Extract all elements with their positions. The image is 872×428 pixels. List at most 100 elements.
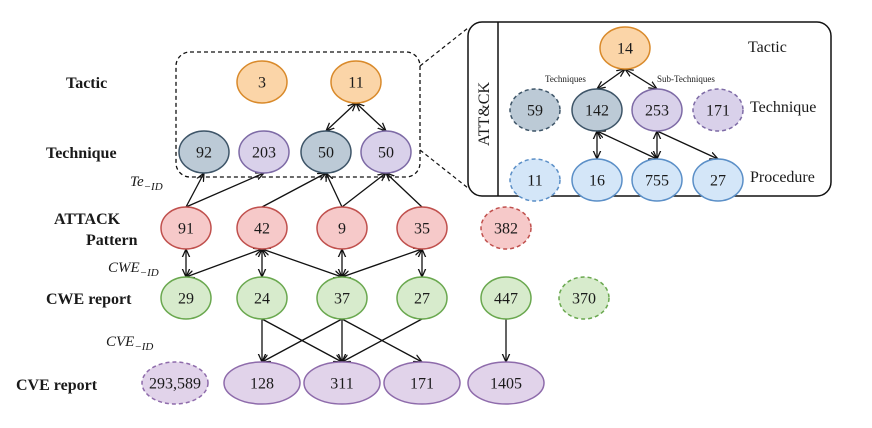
- edge-c2-a1: [262, 249, 342, 277]
- cwe-node-4-label: 27: [414, 291, 430, 308]
- zoom-line-bottom: [419, 149, 469, 189]
- cve-node-1-label: 293,589: [149, 376, 201, 393]
- attck-procedure-node-2: 16: [571, 158, 623, 202]
- cwe-node-3: 37: [316, 276, 368, 320]
- attck-procedure-node-4-label: 27: [710, 173, 726, 190]
- cve-node-5: 1405: [467, 361, 545, 405]
- technique-node-2-label: 203: [252, 145, 276, 162]
- attack-pattern-node-1-shape: [160, 206, 212, 250]
- technique-node-2: 203: [238, 130, 290, 174]
- attck-technique-node-3-shape: [631, 88, 683, 132]
- cve-node-5-shape: [467, 361, 545, 405]
- attck-technique-node-2-label: 142: [585, 103, 609, 120]
- tactic-node-1-label: 3: [258, 75, 266, 92]
- attack-pattern-node-1: 91: [160, 206, 212, 250]
- cwe-node-5-label: 447: [494, 291, 518, 308]
- row-label-cve-report: CVE report: [16, 377, 98, 394]
- attack-pattern-node-4-label: 35: [414, 221, 430, 238]
- cwe-node-1-label: 29: [178, 291, 194, 308]
- cwe-node-1-shape: [160, 276, 212, 320]
- attck-procedure-node-3-label: 755: [645, 173, 669, 190]
- attck-procedure-node-1: 11: [509, 158, 561, 202]
- edge-te3-t1: [356, 103, 386, 131]
- edge-p_te1-p_p2: [597, 131, 657, 159]
- attck-technique-node-3-label: 253: [645, 103, 669, 120]
- edge-p_te1-p_t: [597, 69, 625, 89]
- cve-node-1-shape: [141, 361, 209, 405]
- attck-procedure-node-1-label: 11: [527, 173, 542, 190]
- attack-pattern-node-2: 42: [236, 206, 288, 250]
- attck-procedure-node-4: 27: [692, 158, 744, 202]
- edge-a0-te1: [185, 173, 264, 208]
- attack-pattern-node-3-shape: [316, 206, 368, 250]
- cwe-node-2-label: 24: [254, 291, 270, 308]
- edge-a0-te0: [185, 173, 204, 208]
- technique-node-2-shape: [238, 130, 290, 174]
- technique-node-3: 50: [300, 130, 352, 174]
- tactic-node-1: 3: [236, 60, 288, 104]
- edge-a2-te2: [326, 173, 343, 208]
- row-label-attack-pattern-1: ATTACK: [54, 211, 121, 228]
- tactic-node-2: 11: [330, 60, 382, 104]
- cwe-node-4-shape: [396, 276, 448, 320]
- attck-tactic-node-label: 14: [617, 41, 633, 58]
- attck-technique-node-1-shape: [509, 88, 561, 132]
- cve-node-4-label: 171: [410, 376, 434, 393]
- zoom-line-top: [419, 27, 469, 67]
- technique-node-1: 92: [178, 130, 230, 174]
- cve-node-5-label: 1405: [490, 376, 522, 393]
- tactic-node-1-shape: [236, 60, 288, 104]
- edge-c2-v1: [262, 318, 343, 362]
- cve-node-1: 293,589: [141, 361, 209, 405]
- edge-a1-te2: [261, 173, 326, 208]
- attck-technique-node-4-shape: [692, 88, 744, 132]
- attack-pattern-node-4-shape: [396, 206, 448, 250]
- technique-node-1-label: 92: [196, 145, 212, 162]
- cve-node-3-label: 311: [330, 376, 353, 393]
- attack-pattern-node-1-label: 91: [178, 221, 194, 238]
- attack-pattern-node-4: 35: [396, 206, 448, 250]
- attack-pattern-node-2-label: 42: [254, 221, 270, 238]
- cve-id-label: CVE−ID: [106, 334, 153, 353]
- edge-c2-a3: [342, 249, 422, 277]
- cwe-node-6-label: 370: [572, 291, 596, 308]
- subtechniques-caption: Sub-Techniques: [657, 74, 715, 84]
- technique-node-3-shape: [300, 130, 352, 174]
- te-id-label: Te−ID: [130, 174, 163, 193]
- cve-node-2-label: 128: [250, 376, 274, 393]
- attck-technique-label: Technique: [750, 99, 816, 116]
- attck-technique-node-3: 253: [631, 88, 683, 132]
- attck-technique-node-4: 171: [692, 88, 744, 132]
- edge-a3-te3: [386, 173, 423, 208]
- attck-tactic-node: 14: [599, 26, 651, 70]
- attck-technique-node-1: 59: [509, 88, 561, 132]
- attck-procedure-label: Procedure: [750, 169, 815, 186]
- edge-c0-a1: [186, 249, 262, 277]
- cve-node-4: 171: [383, 361, 461, 405]
- tactic-node-2-shape: [330, 60, 382, 104]
- attck-procedure-node-3-shape: [631, 158, 683, 202]
- row-label-technique: Technique: [46, 145, 117, 162]
- attck-technique-node-1-label: 59: [527, 103, 543, 120]
- attack-pattern-node-3-label: 9: [338, 221, 346, 238]
- cwe-node-5: 447: [480, 276, 532, 320]
- techniques-caption: Techniques: [545, 74, 586, 84]
- cve-node-2: 128: [223, 361, 301, 405]
- edge-p_te2-p_t: [625, 69, 657, 89]
- attck-technique-node-2: 142: [571, 88, 623, 132]
- attck-procedure-node-4-shape: [692, 158, 744, 202]
- attck-procedure-node-3: 755: [631, 158, 683, 202]
- attack-pattern-node-5: 382: [480, 206, 532, 250]
- technique-node-3-label: 50: [318, 145, 334, 162]
- cve-node-3-shape: [303, 361, 381, 405]
- tactic-node-2-label: 11: [348, 75, 363, 92]
- attck-procedure-node-1-shape: [509, 158, 561, 202]
- row-label-tactic: Tactic: [66, 75, 107, 92]
- cwe-node-6: 370: [558, 276, 610, 320]
- cwe-id-label: CWE−ID: [108, 260, 159, 279]
- attack-pattern-node-5-shape: [480, 206, 532, 250]
- attck-technique-node-2-shape: [571, 88, 623, 132]
- technique-node-4-label: 50: [378, 145, 394, 162]
- cve-node-4-shape: [383, 361, 461, 405]
